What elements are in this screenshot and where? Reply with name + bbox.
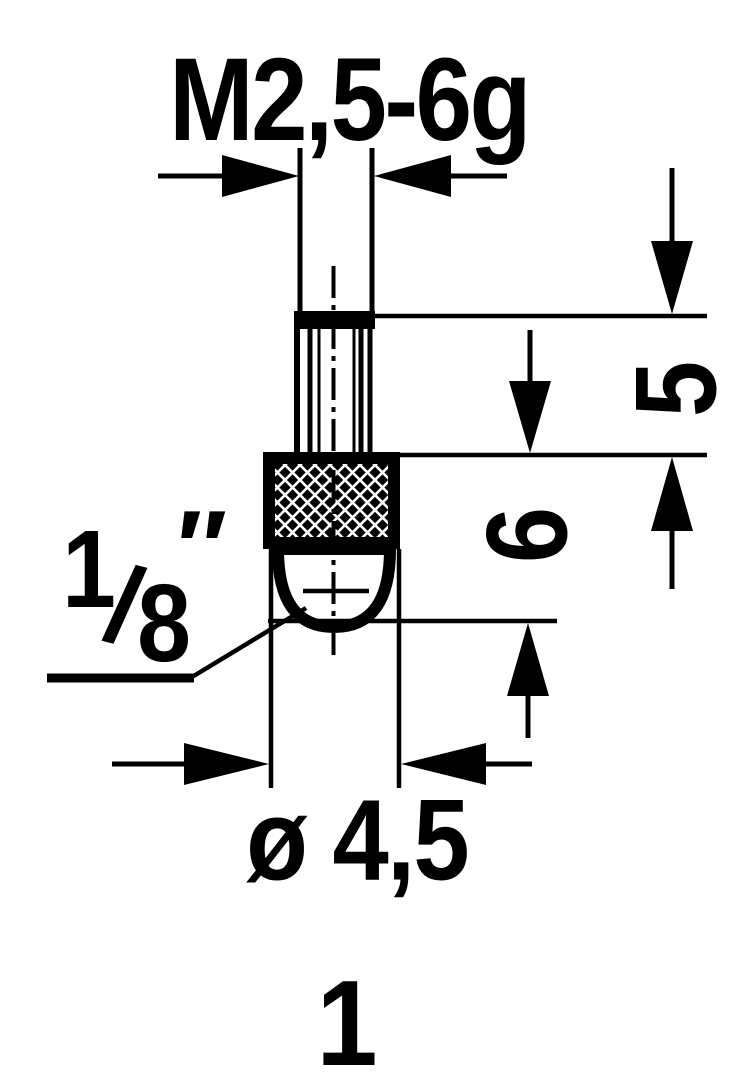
tip-size-denominator: 8: [137, 562, 191, 685]
thread-length-label: 5: [612, 360, 741, 418]
body-length-label: 6: [463, 506, 592, 564]
leader-line: [47, 606, 308, 683]
body-length-dimension: [268, 330, 707, 738]
thread-length-dimension: [373, 168, 707, 589]
tip-size-numerator: 1: [62, 508, 116, 631]
dim6-arrowhead-top: [509, 381, 551, 453]
leader-diagonal: [190, 606, 308, 679]
dia-arrowhead-right: [401, 743, 486, 785]
dim5-arrowhead-top: [651, 241, 693, 314]
dia-arrowhead-left: [184, 743, 269, 785]
probe-body: [263, 266, 400, 658]
thread-spec-label: M2,5-6g: [169, 34, 531, 166]
diameter-label: ø 4,5: [246, 776, 470, 905]
dim-arrowhead-right: [374, 155, 451, 197]
figure-number: 1: [316, 955, 378, 1080]
thread-diameter-dimension: [158, 148, 507, 313]
dim-arrowhead-left: [222, 155, 299, 197]
diameter-dimension: [112, 549, 532, 788]
dim5-arrowhead-bottom: [651, 457, 693, 531]
dim6-arrowhead-bottom: [507, 623, 549, 696]
tip-size-inch-mark: ″: [176, 489, 228, 607]
